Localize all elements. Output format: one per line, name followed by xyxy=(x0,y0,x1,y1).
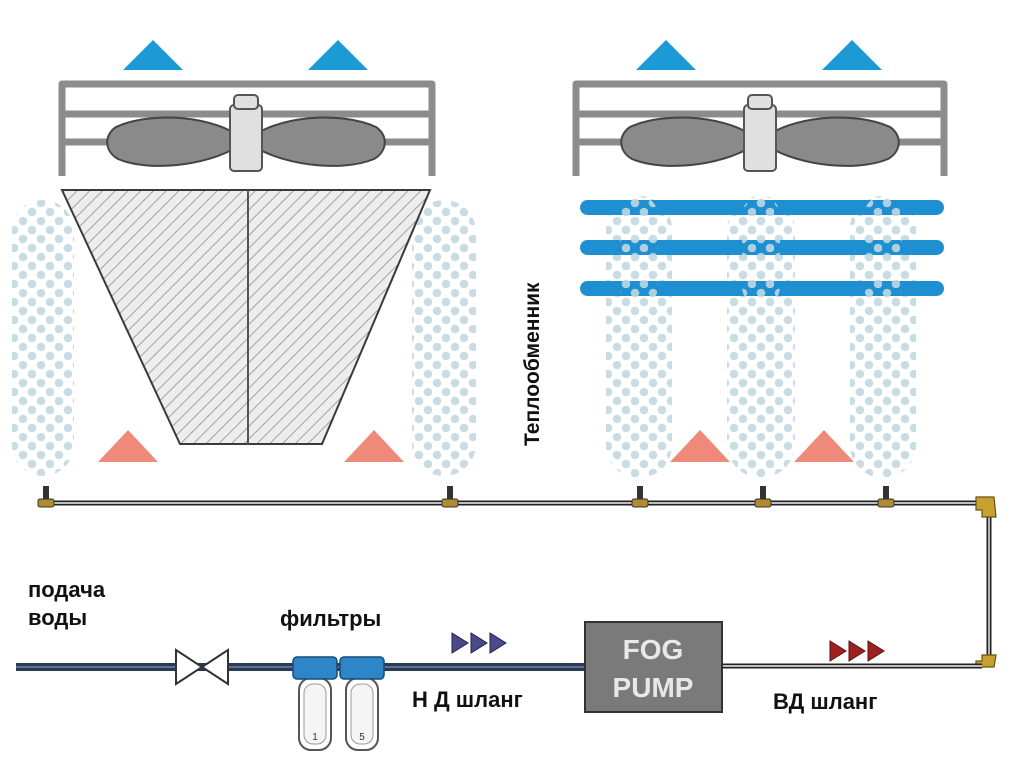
elbow-fittings xyxy=(975,496,997,668)
low-pressure-hose-label: Н Д шланг xyxy=(412,687,523,712)
high-pressure-hose-label: ВД шланг xyxy=(773,689,878,714)
valve-icon xyxy=(175,648,229,686)
air-out-arrow xyxy=(123,40,183,70)
hp-manifold-line xyxy=(46,500,992,663)
mist-spray-left-2 xyxy=(412,200,476,476)
hp-flow-arrows xyxy=(829,640,885,662)
air-in-arrow xyxy=(794,430,854,462)
mist-spray-left-1 xyxy=(12,200,74,476)
nozzle-icon xyxy=(877,486,895,508)
pump-label-line2: PUMP xyxy=(613,672,694,703)
water-filters: 1 5 xyxy=(292,656,385,751)
nozzle-icon xyxy=(441,486,459,508)
mist-overlay xyxy=(620,196,658,306)
nozzle-icon xyxy=(37,486,55,508)
air-out-arrow xyxy=(308,40,368,70)
filter-housing-1: 1 xyxy=(292,656,338,751)
air-in-arrow xyxy=(98,430,158,462)
mist-overlay xyxy=(864,196,902,306)
left-cooling-unit xyxy=(12,40,476,476)
air-in-arrow xyxy=(344,430,404,462)
fan-icon xyxy=(106,94,386,172)
air-out-arrow xyxy=(636,40,696,70)
heat-exchanger-label: Теплообменник xyxy=(521,282,544,446)
air-out-arrow xyxy=(822,40,882,70)
air-in-arrow xyxy=(670,430,730,462)
pump-label-line1: FOG xyxy=(623,634,684,665)
filter-number-label: 5 xyxy=(359,732,365,743)
right-cooling-unit xyxy=(572,40,948,478)
water-supply-label: подача воды xyxy=(28,577,106,630)
elbow-fitting-icon xyxy=(975,496,997,518)
lp-flow-arrows xyxy=(451,632,507,654)
mist-overlay xyxy=(742,196,780,306)
filters-label: фильтры xyxy=(280,606,382,631)
heat-exchanger-panel xyxy=(60,189,432,445)
fog-pump: FOG PUMP xyxy=(584,621,723,713)
nozzle-icon xyxy=(631,486,649,508)
filter-housing-2: 5 xyxy=(339,656,385,751)
fan-icon xyxy=(620,94,900,172)
nozzle-icon xyxy=(754,486,772,508)
filter-number-label: 1 xyxy=(312,732,318,743)
fog-nozzles xyxy=(37,486,895,508)
